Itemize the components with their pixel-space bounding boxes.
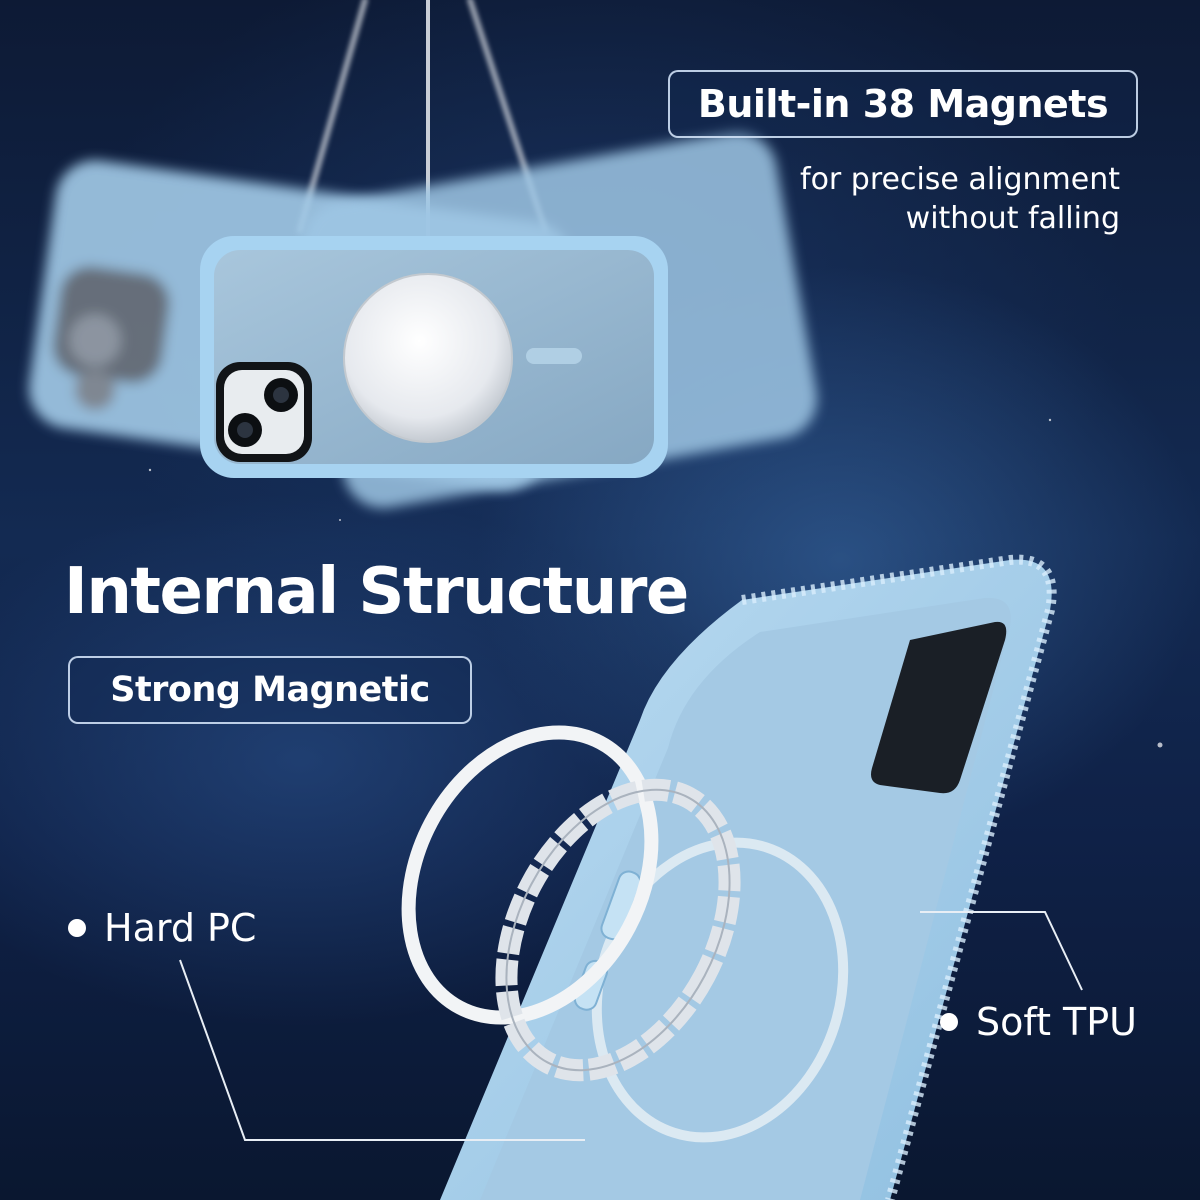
bullet-dot-icon bbox=[940, 1013, 958, 1031]
soft-tpu-label: Soft TPU bbox=[976, 1000, 1137, 1044]
soft-tpu-callout-line bbox=[920, 911, 1083, 991]
hard-pc-callout: Hard PC bbox=[68, 906, 256, 950]
camera-module bbox=[216, 362, 312, 462]
hanging-phone-case bbox=[200, 236, 668, 478]
bullet-dot-icon bbox=[68, 919, 86, 937]
callout-lines bbox=[179, 911, 1083, 1141]
hard-pc-callout-line bbox=[179, 959, 585, 1141]
subhead-badge-text: Strong Magnetic bbox=[110, 670, 430, 710]
soft-tpu-callout: Soft TPU bbox=[940, 1000, 1137, 1044]
subhead-badge: Strong Magnetic bbox=[68, 656, 472, 724]
magsafe-charger-puck bbox=[344, 274, 512, 442]
floating-magnet-ring bbox=[401, 725, 741, 1082]
camera-cutout bbox=[871, 621, 1007, 794]
magnets-badge: Built-in 38 Magnets bbox=[668, 70, 1138, 138]
magsafe-alignment-mark bbox=[526, 348, 582, 364]
hard-pc-label: Hard PC bbox=[104, 906, 257, 950]
tagline-line-2: without falling bbox=[905, 201, 1120, 236]
tagline-line-1: for precise alignment bbox=[800, 162, 1120, 197]
tagline: for precise alignment without falling bbox=[700, 160, 1120, 238]
magnets-badge-text: Built-in 38 Magnets bbox=[697, 82, 1109, 126]
headline: Internal Structure bbox=[64, 555, 689, 629]
exploded-case-view bbox=[440, 554, 1057, 1200]
